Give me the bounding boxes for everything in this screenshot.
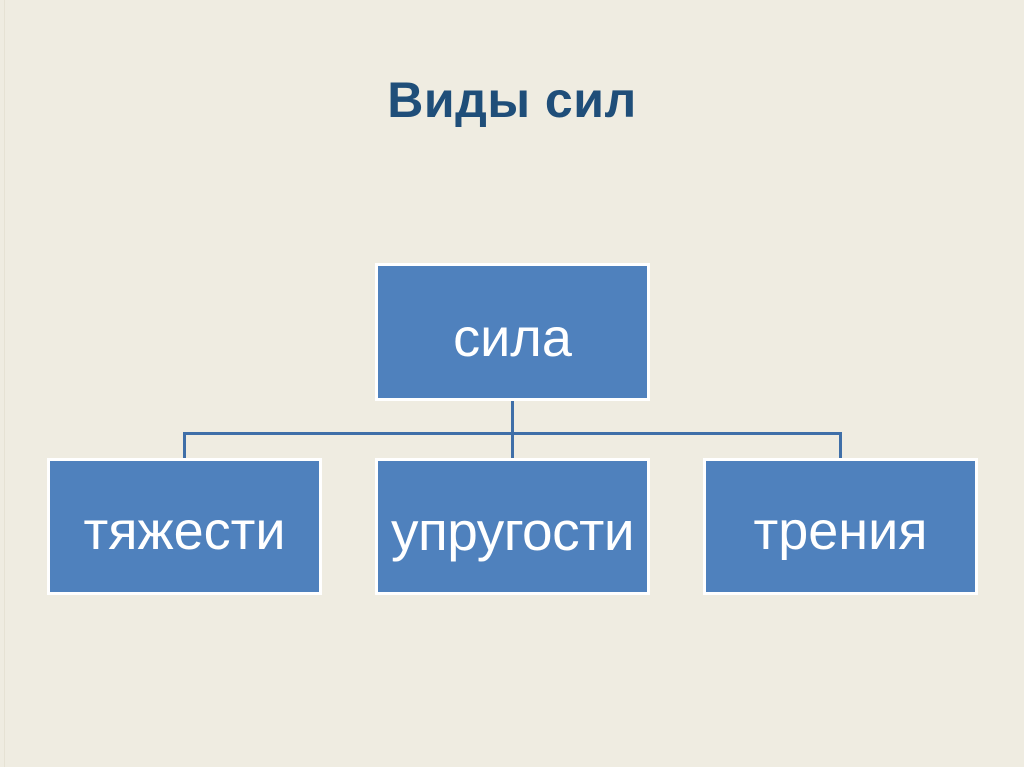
slide-left-rule [4,0,5,767]
node-root-sila[interactable]: сила [375,263,650,401]
node-root-label: сила [453,308,572,368]
node-child-label-elastic: упругости [390,499,635,562]
node-child-label-gravity: тяжести [83,500,286,561]
node-child-label-friction: трения [753,500,928,561]
node-child-treniya[interactable]: трения [703,458,978,595]
node-child-uprugosti[interactable]: упругости [375,458,650,595]
page-title: Виды сил [387,72,637,128]
node-child-tyazhesti[interactable]: тяжести [47,458,322,595]
